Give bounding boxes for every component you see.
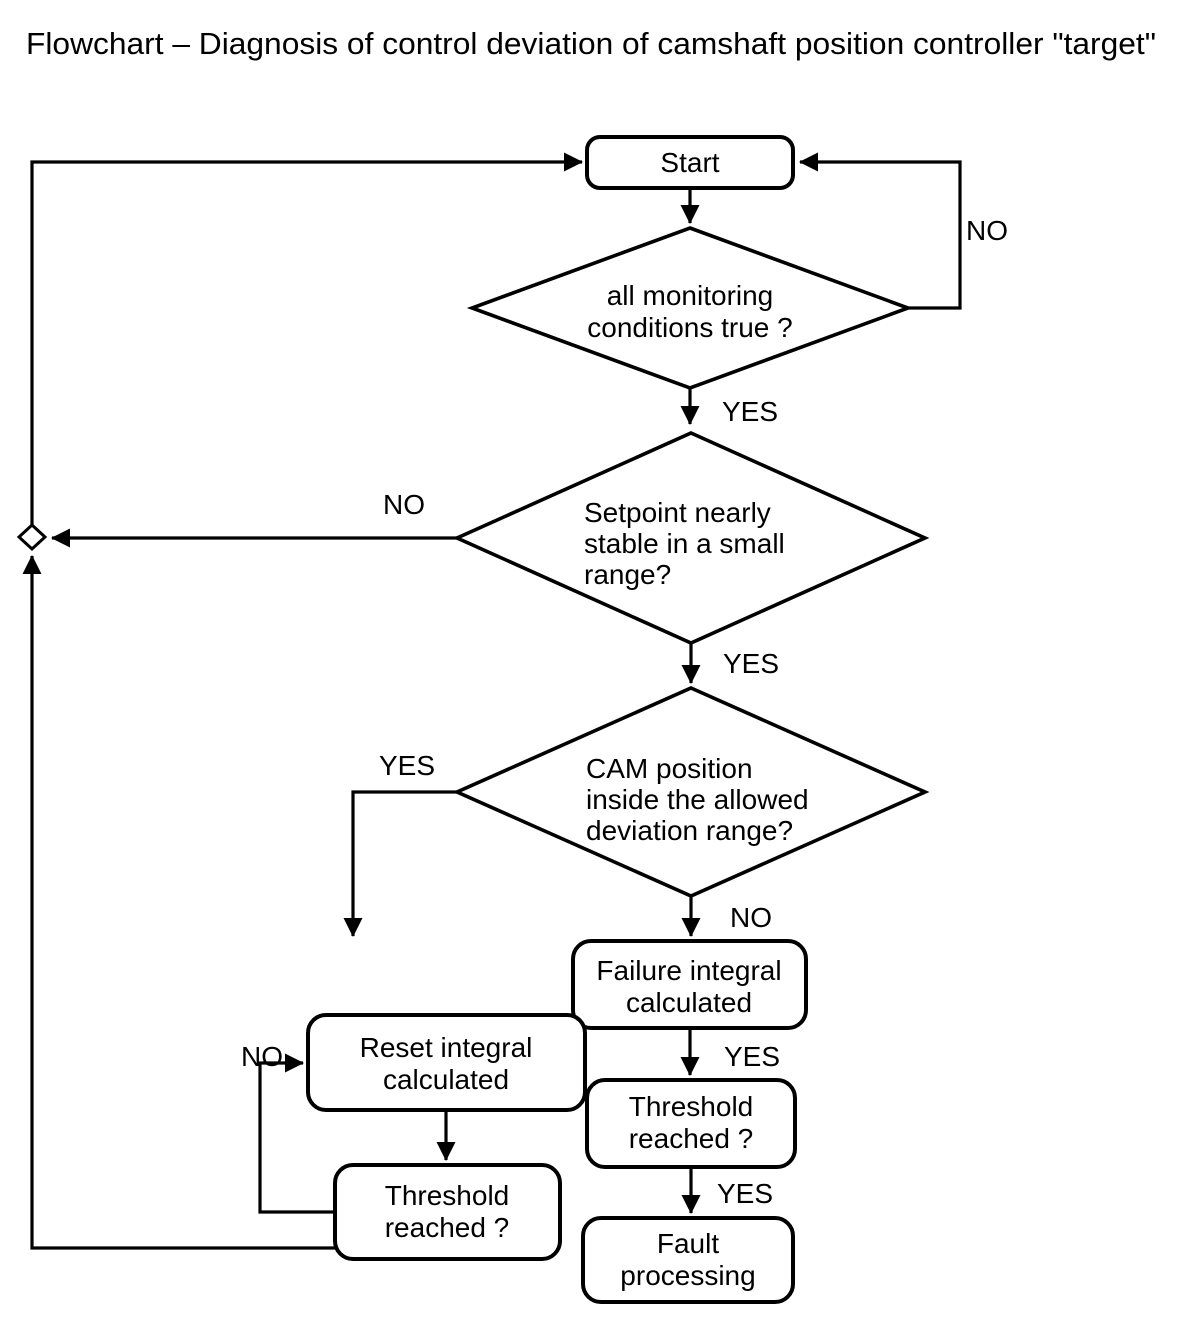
failure-integral-node	[571, 939, 808, 1030]
reset-integral-text-line1: Reset integral	[360, 1032, 533, 1063]
cam-position-text-line2: inside the allowed	[586, 784, 809, 815]
threshold-left-text-line2: reached ?	[385, 1212, 510, 1243]
setpoint-stable-text-line2: stable in a small	[584, 528, 785, 559]
cam-position-decision	[452, 686, 930, 898]
edge-threshold-left-loop-to-connector	[22, 555, 335, 1250]
edge-cam-yes-branch	[343, 790, 457, 937]
failure-integral-text-line2: calculated	[626, 987, 752, 1018]
merge-connector-diamond	[16, 522, 48, 552]
label-cam-yes: YES	[379, 750, 435, 781]
start-node-label: Start	[660, 147, 719, 178]
edge-connector-to-start	[30, 152, 583, 525]
label-failure-yes: YES	[724, 1041, 780, 1072]
label-setpoint-no: NO	[383, 489, 425, 520]
reset-integral-node	[306, 1013, 587, 1112]
label-monitoring-no: NO	[966, 215, 1008, 246]
label-monitoring-yes: YES	[722, 396, 778, 427]
fault-processing-text-line1: Fault	[657, 1228, 719, 1259]
label-threshold-left-no: NO	[241, 1041, 283, 1072]
cam-position-text-line3: deviation range?	[586, 815, 793, 846]
threshold-left-node	[333, 1163, 562, 1261]
fault-processing-text-line2: processing	[620, 1260, 755, 1291]
label-cam-no: NO	[730, 902, 772, 933]
reset-integral-text-line2: calculated	[383, 1064, 509, 1095]
cam-position-text-line1: CAM position	[586, 753, 753, 784]
setpoint-stable-text-line1: Setpoint nearly	[584, 497, 771, 528]
setpoint-stable-text-line3: range?	[584, 559, 671, 590]
threshold-right-node	[585, 1078, 797, 1169]
threshold-right-text-line1: Threshold	[629, 1091, 754, 1122]
monitoring-conditions-text-line1: all monitoring	[607, 280, 774, 311]
failure-integral-text-line1: Failure integral	[596, 955, 781, 986]
start-node	[585, 135, 795, 190]
fault-processing-node	[581, 1216, 795, 1304]
setpoint-stable-decision	[452, 431, 930, 645]
edge-threshold-left-no-to-reset	[258, 1053, 335, 1214]
threshold-left-text-line1: Threshold	[385, 1180, 510, 1211]
page-title: Flowchart – Diagnosis of control deviati…	[26, 26, 1156, 61]
label-setpoint-yes: YES	[723, 648, 779, 679]
label-threshold-right-yes: YES	[717, 1178, 773, 1209]
edge-monitoring-no-loop-to-start	[799, 152, 962, 310]
threshold-right-text-line2: reached ?	[629, 1123, 754, 1154]
monitoring-conditions-text-line2: conditions true ?	[587, 312, 792, 343]
monitoring-conditions-decision	[466, 226, 914, 390]
